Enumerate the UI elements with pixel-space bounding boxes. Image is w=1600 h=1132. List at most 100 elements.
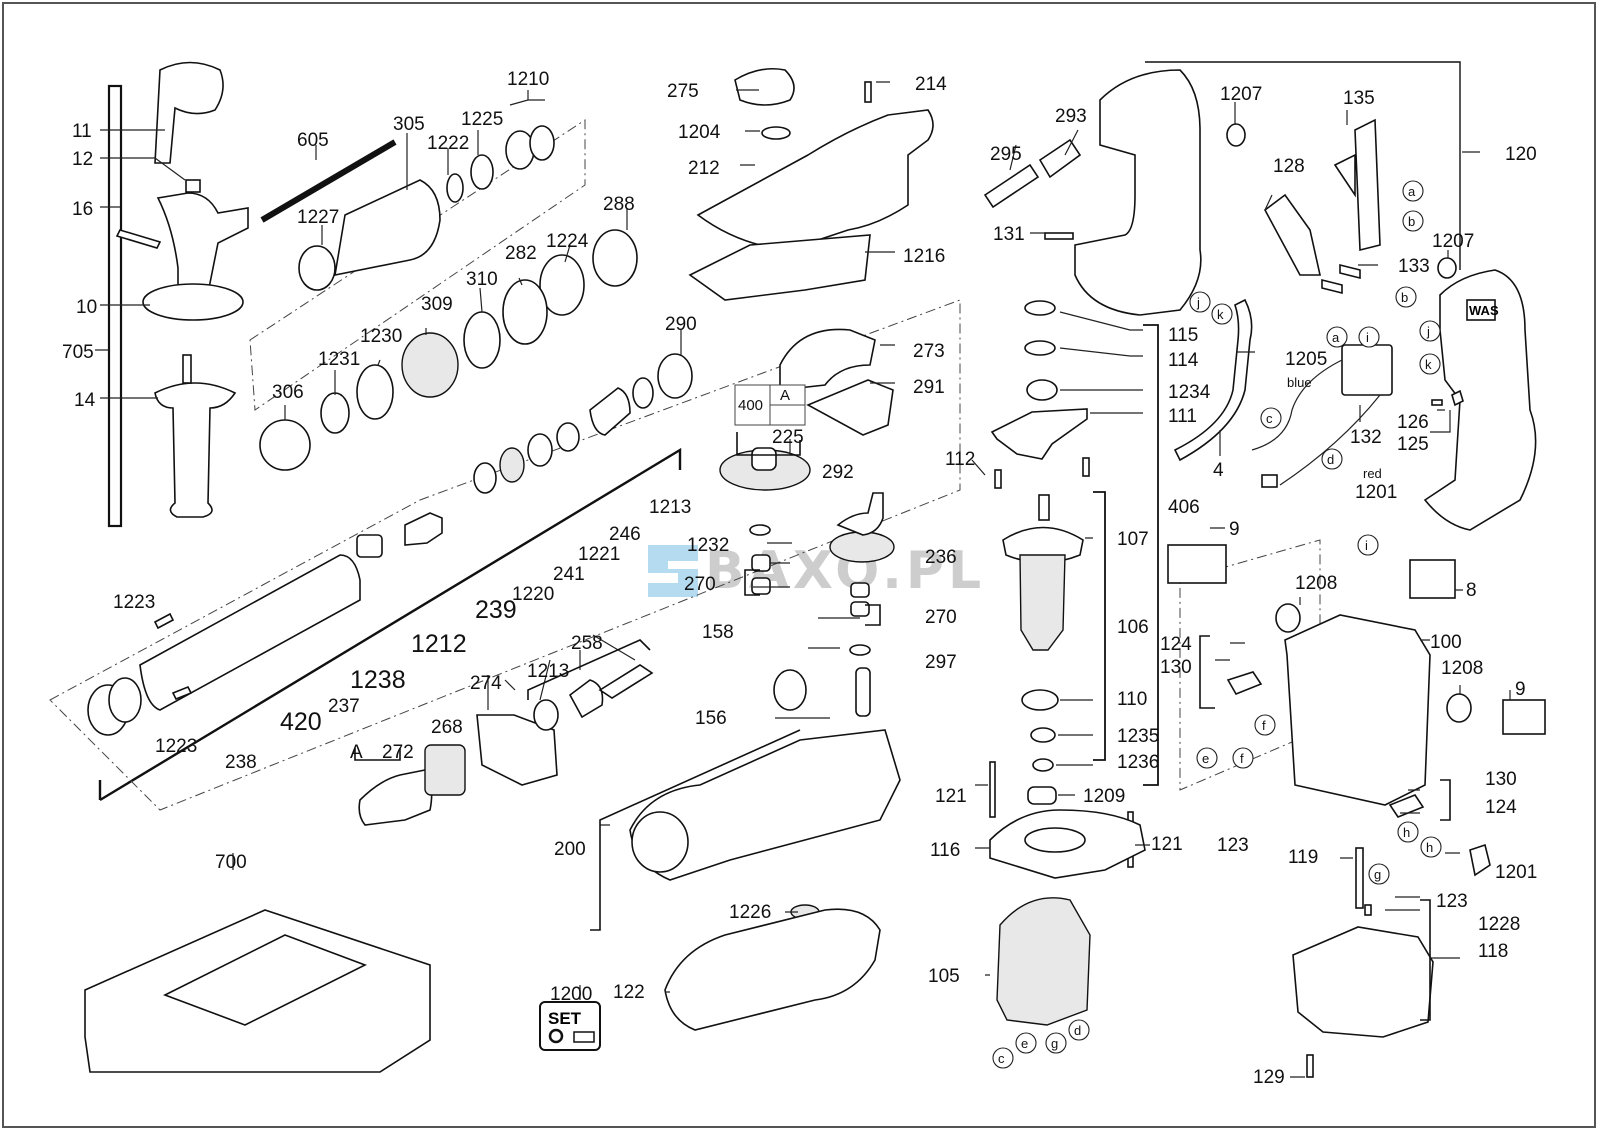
label-1227: 1227 — [297, 207, 339, 228]
washer-1227 — [298, 245, 336, 291]
ring-1225 — [470, 154, 494, 190]
set-icon — [539, 1001, 601, 1051]
ring-239 — [473, 462, 497, 494]
label-1236: 1236 — [1117, 752, 1159, 773]
label-126: 126 — [1397, 412, 1429, 433]
label-293: 293 — [1055, 106, 1087, 127]
label-273: 273 — [913, 341, 945, 362]
label-1225: 1225 — [461, 109, 503, 130]
tag-f-brush: f — [1254, 714, 1276, 736]
label-A-272: A — [350, 742, 363, 763]
striker-1212 — [404, 512, 443, 546]
label-272: 272 — [382, 742, 414, 763]
svg-text:f: f — [1262, 718, 1266, 733]
label-115: 115 — [1168, 325, 1198, 346]
gear-hub — [751, 447, 777, 471]
cover-group — [688, 67, 934, 301]
label-1200: 1200 — [550, 984, 592, 1005]
label-291: 291 — [913, 377, 945, 398]
tag-g-lead: g — [1368, 863, 1390, 885]
svg-text:c: c — [1266, 411, 1273, 426]
brand-badge-box — [1466, 299, 1496, 321]
label-1223-bottom: 1223 — [155, 736, 197, 757]
wire-label-blue: blue — [1287, 375, 1312, 390]
clip-125 — [1451, 389, 1464, 407]
tag-i-brush: i — [1357, 534, 1379, 556]
flange-bore — [1024, 827, 1086, 853]
label-237: 237 — [328, 696, 360, 717]
brush-cap-1201 — [1469, 843, 1491, 877]
washer-297 — [849, 644, 871, 656]
tag-j-switch: j — [1419, 320, 1441, 342]
label-1234: 1234 — [1168, 382, 1211, 403]
label-225: 225 — [772, 427, 804, 448]
svg-text:d: d — [1327, 452, 1334, 467]
label-1221: 1221 — [578, 544, 620, 565]
label-270-left: 270 — [684, 574, 716, 595]
brackets — [354, 432, 1451, 1021]
label-1213-lower: 1213 — [527, 661, 569, 682]
label-292: 292 — [822, 462, 854, 483]
svg-text:k: k — [1425, 357, 1432, 372]
set-icon-text: SET — [548, 1009, 582, 1028]
label-9a — [1167, 544, 1227, 584]
label-1222: 1222 — [427, 133, 469, 154]
label-705: 705 — [62, 342, 94, 363]
bracket-406 — [1143, 324, 1159, 786]
label-297: 297 — [925, 652, 957, 673]
label-1207-top: 1207 — [1220, 84, 1262, 105]
ring-1231 — [320, 392, 350, 434]
svg-text:a: a — [1408, 184, 1416, 199]
screw-129 — [1306, 1054, 1314, 1078]
top-cover-212 — [696, 109, 934, 251]
motor-housing-100 — [1284, 614, 1431, 806]
key-1223b — [171, 685, 193, 701]
tube-glyph — [573, 1031, 595, 1043]
label-246: 246 — [609, 524, 641, 545]
ring-290 — [657, 353, 693, 399]
tag-k-switch: k — [1419, 353, 1441, 375]
cover-135 — [1333, 118, 1381, 252]
label-310: 310 — [466, 269, 498, 290]
sleeve-306 — [259, 419, 311, 471]
brush-holder-130a — [1226, 671, 1263, 696]
tag-d-stator: d — [1068, 1019, 1090, 1041]
leader-lines — [95, 81, 1511, 1078]
ring-1210b — [529, 125, 555, 161]
label-288: 288 — [603, 194, 635, 215]
label-1212: 1212 — [411, 630, 467, 658]
tag-d-switch: d — [1321, 448, 1343, 470]
svg-text:g: g — [1374, 867, 1381, 882]
label-111: 111 — [1168, 406, 1197, 427]
label-4: 4 — [1213, 460, 1224, 481]
label-116: 116 — [930, 840, 960, 861]
label-132: 132 — [1350, 427, 1382, 448]
svg-text:c: c — [998, 1051, 1005, 1066]
label-158: 158 — [702, 622, 734, 643]
bearing-270c — [850, 582, 870, 598]
clip-133b — [1321, 278, 1343, 295]
svg-text:h: h — [1426, 840, 1433, 855]
handle-clamp-band — [154, 61, 224, 164]
label-122: 122 — [613, 982, 645, 1003]
chuck-group — [249, 119, 638, 471]
tag-b-switch: b — [1395, 286, 1417, 308]
label-105: 105 — [928, 966, 960, 987]
ring-1230 — [356, 364, 394, 420]
ring-156 — [773, 669, 807, 711]
label-11: 11 — [72, 121, 92, 142]
bracket-420 — [98, 447, 682, 802]
ring-1213b — [533, 699, 559, 731]
washer-1236 — [1032, 758, 1054, 772]
label-290: 290 — [665, 314, 697, 335]
tag-e-stator: e — [1015, 1032, 1037, 1054]
switch-132 — [1341, 344, 1393, 396]
bushing-1208a — [1275, 603, 1301, 633]
bearing-270d — [850, 601, 870, 617]
svg-text:e: e — [1202, 751, 1209, 766]
bushing-1209 — [1027, 786, 1057, 805]
group-bar-705 — [107, 84, 123, 528]
armature-106 — [1019, 554, 1066, 651]
group-outline — [249, 119, 586, 411]
screw-214 — [864, 81, 872, 103]
